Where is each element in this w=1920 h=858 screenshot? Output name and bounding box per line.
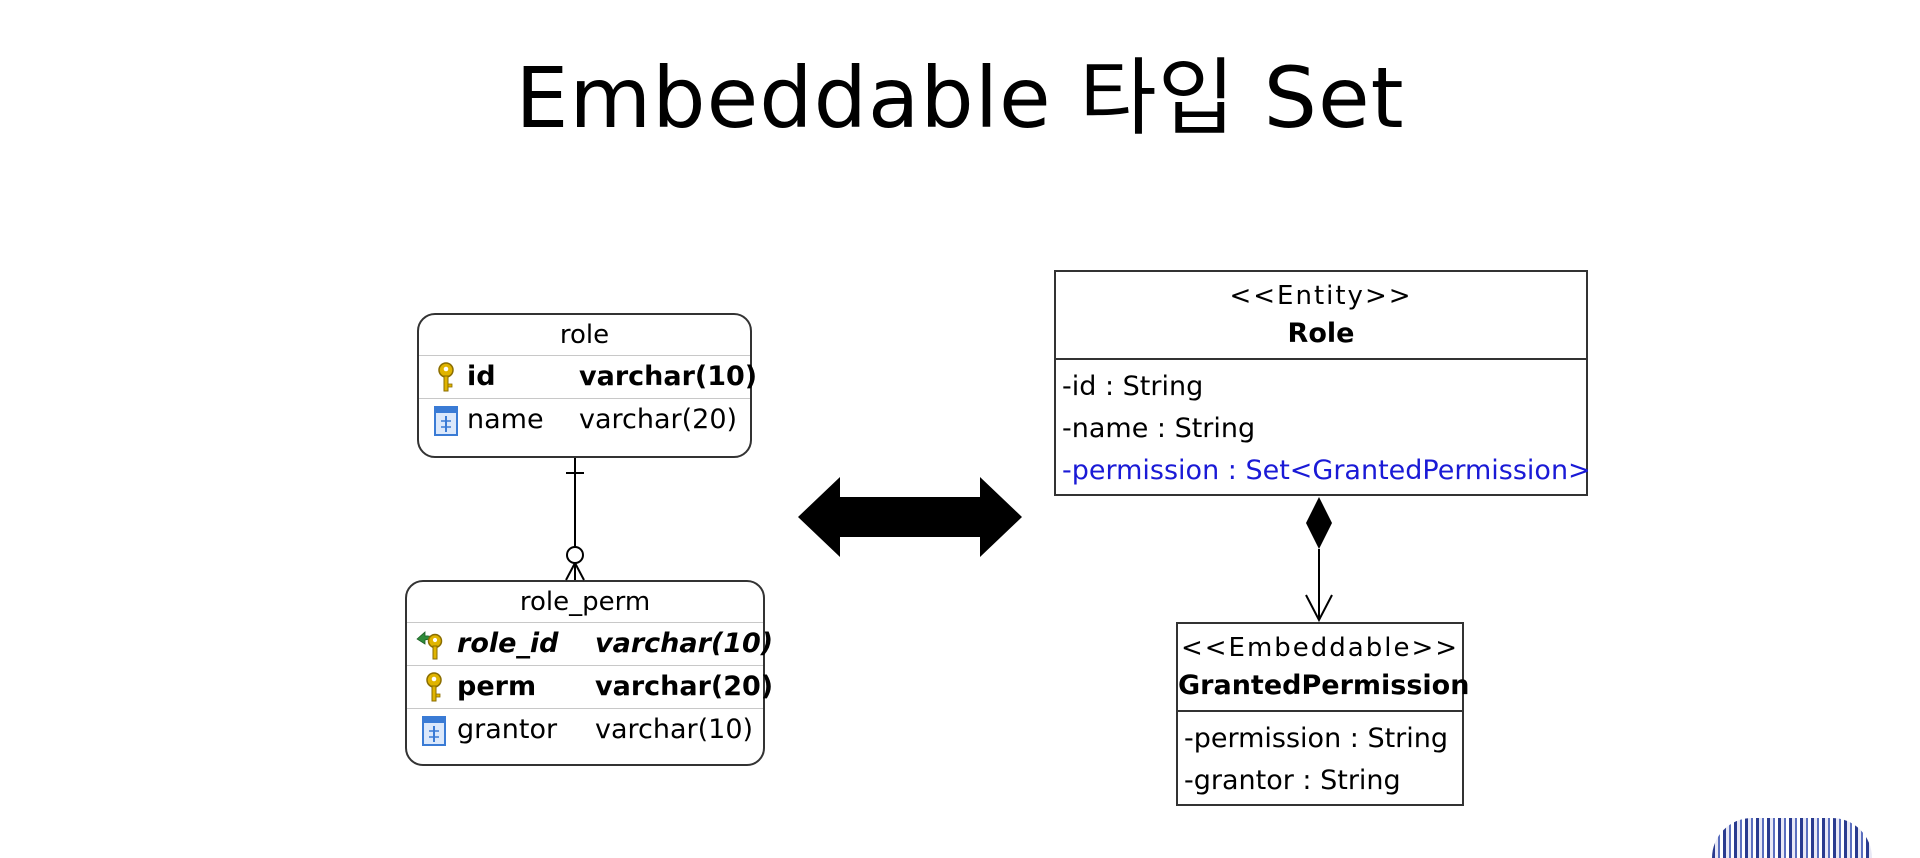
erd-column-name: role_id bbox=[457, 628, 559, 659]
double-arrow-icon bbox=[798, 477, 1022, 557]
erd-column-row: id varchar(10) bbox=[419, 356, 757, 399]
uml-class-role[interactable]: <<Entity>> Role -id : String -name : Str… bbox=[1054, 270, 1591, 498]
uml-class-header: <<Entity>> Role bbox=[1056, 272, 1586, 360]
presenter-video-thumbnail bbox=[1712, 818, 1872, 858]
erd-column-type: varchar(20) bbox=[595, 671, 774, 702]
erd-column-name: grantor bbox=[457, 714, 558, 745]
uml-attribute: -permission : String bbox=[1184, 723, 1449, 754]
erd-column-name: perm bbox=[457, 671, 537, 702]
uml-class-granted-permission[interactable]: <<Embeddable>> GrantedPermission -permis… bbox=[1176, 622, 1470, 808]
uml-attributes: -id : String -name : String -permission … bbox=[1056, 360, 1591, 498]
erd-column-type: varchar(10) bbox=[595, 628, 774, 659]
uml-class-header: <<Embeddable>> GrantedPermission bbox=[1178, 624, 1470, 712]
erd-column-row: role_id varchar(10) bbox=[407, 623, 773, 666]
key-icon bbox=[426, 672, 442, 702]
column-icon bbox=[434, 406, 458, 436]
uml-class-name: Role bbox=[1287, 318, 1355, 349]
erd-column-row: name varchar(20) bbox=[419, 399, 750, 441]
uml-attributes: -permission : String -grantor : String bbox=[1178, 712, 1462, 808]
erd-table-name: role bbox=[419, 315, 750, 356]
uml-stereotype: <<Entity>> bbox=[1229, 281, 1413, 311]
erd-column-name: name bbox=[467, 404, 544, 435]
erd-table-name: role_perm bbox=[407, 582, 763, 623]
uml-attribute-highlighted: -permission : Set<GrantedPermission> bbox=[1062, 455, 1591, 486]
uml-attribute: -name : String bbox=[1062, 413, 1256, 444]
erd-relationship-line bbox=[565, 458, 585, 581]
erd-column-row: grantor varchar(10) bbox=[407, 709, 763, 751]
erd-column-type: varchar(10) bbox=[595, 714, 754, 745]
page-title: Embeddable 타입 Set bbox=[515, 49, 1405, 147]
uml-composition-line bbox=[1305, 497, 1333, 623]
uml-class-name: GrantedPermission bbox=[1178, 670, 1470, 701]
erd-column-type: varchar(20) bbox=[579, 404, 738, 435]
foreign-key-icon bbox=[416, 631, 443, 660]
erd-column-name: id bbox=[467, 361, 496, 392]
erd-table-role-perm[interactable]: role_perm role_id varchar(10) perm varch… bbox=[405, 580, 773, 766]
uml-stereotype: <<Embeddable>> bbox=[1180, 633, 1460, 663]
key-icon bbox=[438, 362, 454, 392]
erd-table-role[interactable]: role id varchar(10) name varchar(20) bbox=[417, 313, 757, 458]
column-icon bbox=[422, 716, 446, 746]
erd-column-row: perm varchar(20) bbox=[407, 666, 773, 709]
erd-column-type: varchar(10) bbox=[579, 361, 758, 392]
uml-attribute: -grantor : String bbox=[1184, 765, 1401, 796]
uml-attribute: -id : String bbox=[1062, 371, 1204, 402]
